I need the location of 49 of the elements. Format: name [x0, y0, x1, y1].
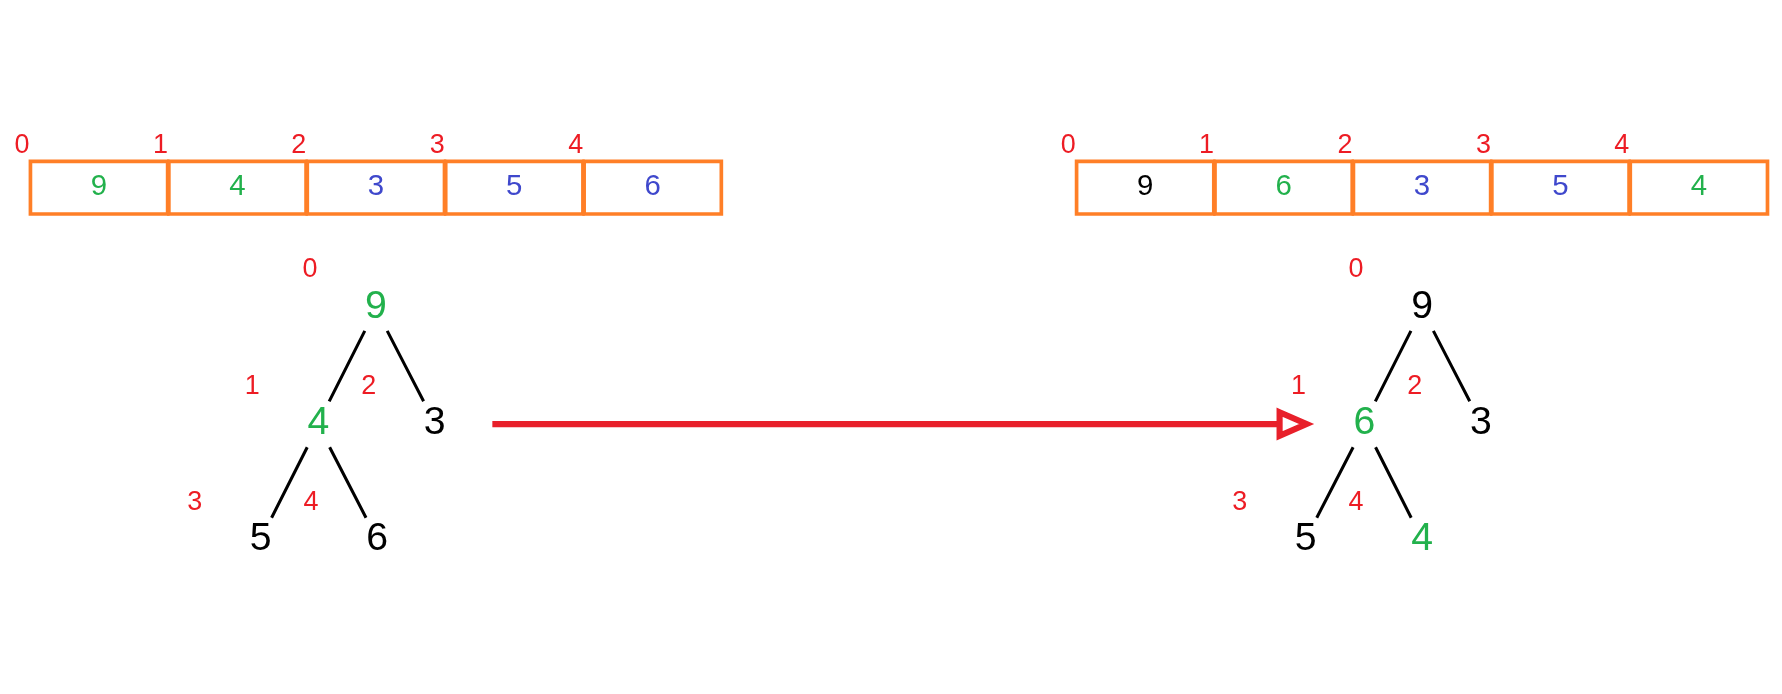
connector — [1432, 329, 1472, 402]
connector — [270, 446, 309, 518]
node-label: 3 — [1232, 485, 1248, 516]
node-text: 9 — [364, 282, 387, 326]
node-label: 4 — [568, 128, 584, 159]
node-label: 2 — [1337, 128, 1353, 159]
node-text: 6 — [1353, 398, 1376, 442]
node-box: 6 — [1213, 158, 1355, 216]
connector — [1315, 446, 1355, 518]
arrow — [492, 407, 1315, 441]
node-label: 3 — [187, 485, 203, 516]
node-label: 0 — [14, 128, 30, 159]
node-box: 5 — [1490, 158, 1631, 216]
node-box: 6 — [582, 158, 724, 216]
node-label: 2 — [291, 128, 307, 159]
node-box: 4 — [1628, 158, 1770, 216]
node-label: 1 — [244, 369, 260, 400]
node-label: 0 — [302, 252, 318, 283]
node-label: 1 — [1290, 369, 1306, 400]
node-box: 3 — [1351, 158, 1493, 216]
connector — [327, 329, 367, 402]
node-label: 2 — [1407, 369, 1423, 400]
connector — [385, 329, 425, 402]
node-label: 2 — [361, 369, 377, 400]
node-box: 5 — [443, 158, 585, 216]
node-text: 6 — [366, 514, 389, 558]
node-label: 4 — [303, 485, 319, 516]
node-label: 3 — [1475, 128, 1491, 159]
node-box: 9 — [1074, 158, 1216, 216]
node-label: 0 — [1060, 128, 1076, 159]
node-box: 9 — [28, 158, 170, 216]
node-text: 3 — [423, 398, 446, 442]
node-text: 4 — [307, 398, 330, 442]
node-box: 4 — [167, 158, 308, 216]
node-label: 1 — [152, 128, 168, 159]
node-text: 9 — [1411, 282, 1433, 326]
node-label: 0 — [1348, 252, 1364, 283]
connector — [328, 446, 368, 518]
connector — [1374, 446, 1413, 518]
node-label: 1 — [1199, 128, 1215, 159]
connector — [1373, 329, 1413, 402]
node-text: 5 — [249, 514, 272, 558]
node-text: 4 — [1411, 514, 1433, 558]
node-label: 3 — [429, 128, 445, 159]
node-label: 4 — [1614, 128, 1630, 159]
node-box: 3 — [305, 158, 447, 216]
node-text: 3 — [1469, 398, 1492, 442]
node-text: 5 — [1294, 514, 1317, 558]
node-label: 4 — [1348, 485, 1364, 516]
